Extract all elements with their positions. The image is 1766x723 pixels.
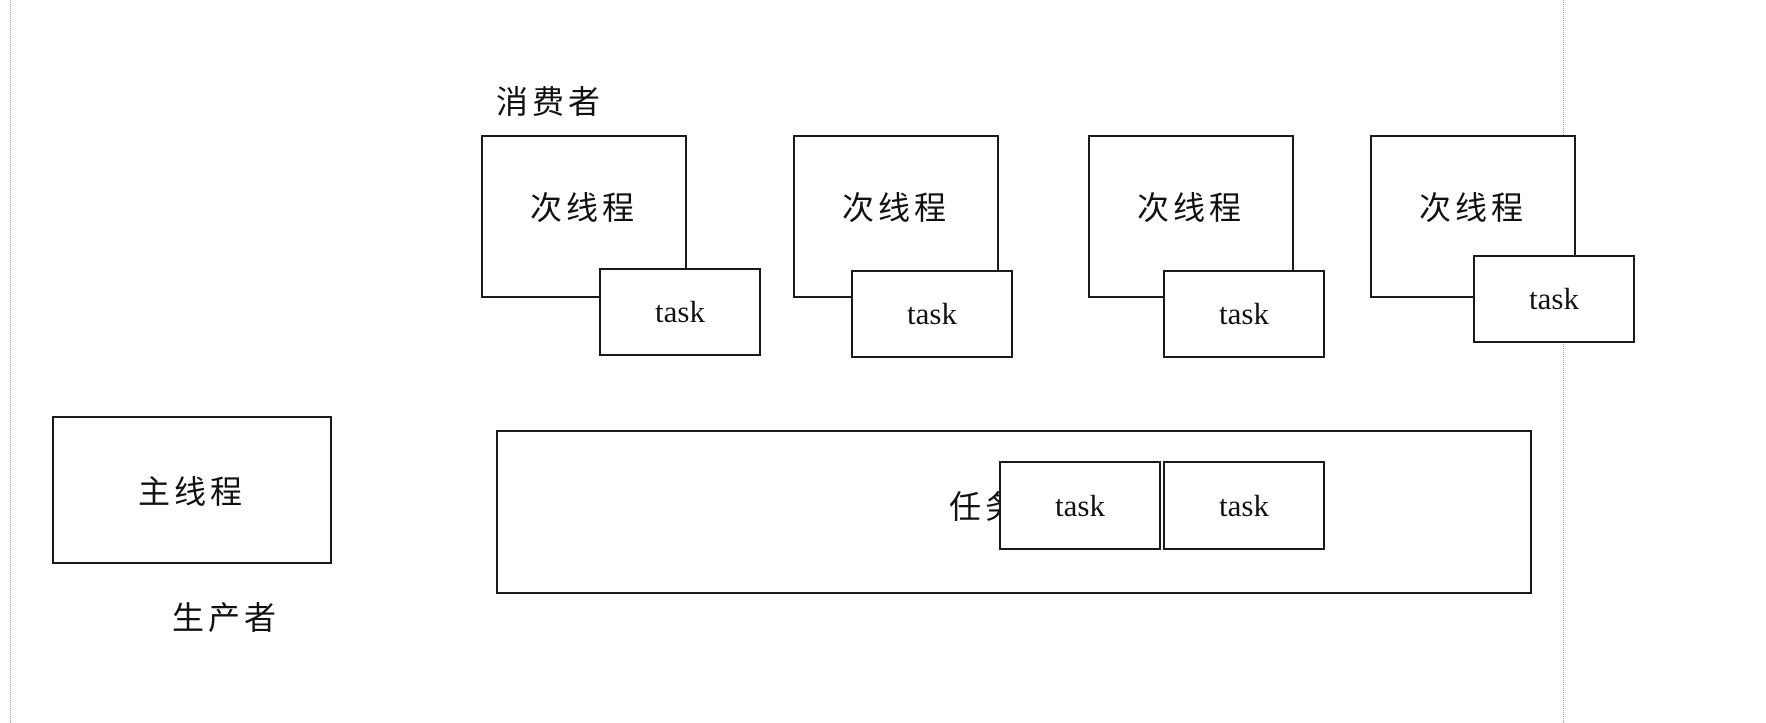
consumer-thread-label: 次线程: [841, 189, 950, 226]
main-thread-box: 主线程: [52, 416, 332, 564]
consumer-task-2: task: [851, 270, 1013, 358]
queued-task-label: task: [1219, 487, 1269, 523]
consumer-task-label: task: [907, 296, 957, 331]
queued-task-2: task: [1163, 461, 1325, 550]
consumer-task-3: task: [1163, 270, 1325, 358]
consumer-task-label: task: [1529, 281, 1579, 316]
consumer-thread-label: 次线程: [1418, 189, 1527, 226]
left-page-guide: [10, 0, 11, 723]
consumer-task-1: task: [599, 268, 761, 356]
right-page-guide: [1563, 0, 1564, 723]
consumer-thread-label: 次线程: [1136, 189, 1245, 226]
consumer-task-4: task: [1473, 255, 1635, 343]
consumer-thread-label: 次线程: [529, 189, 638, 226]
consumer-task-label: task: [1219, 296, 1269, 331]
queued-task-label: task: [1055, 487, 1105, 523]
consumer-label: 消费者: [496, 84, 605, 120]
main-thread-label: 主线程: [137, 474, 246, 510]
consumer-thread-1: 次线程: [481, 135, 687, 298]
producer-label: 生产者: [172, 600, 281, 636]
queued-task-1: task: [999, 461, 1161, 550]
consumer-task-label: task: [655, 294, 705, 329]
